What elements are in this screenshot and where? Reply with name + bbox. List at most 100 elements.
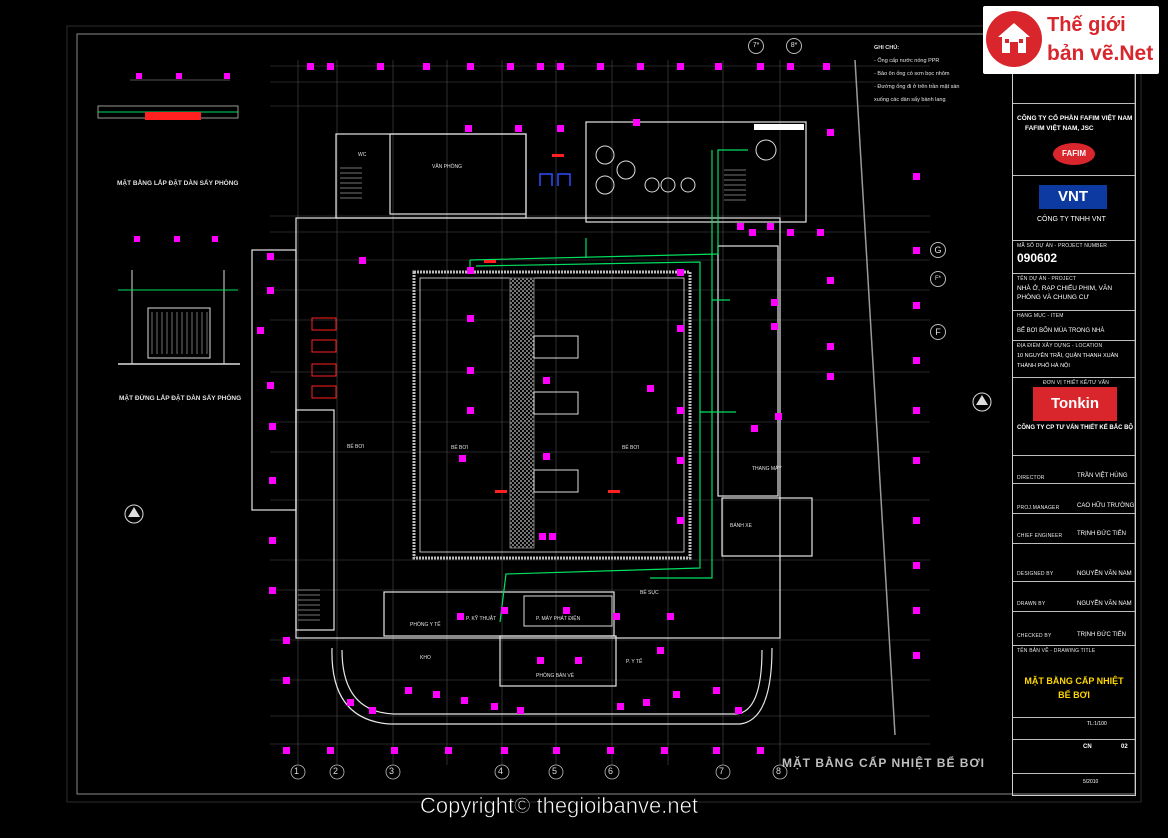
magenta-marker [677,517,684,524]
blue-valve-symbol [539,173,571,186]
tb-director-value: TRẦN VIỆT HÙNG [1077,473,1128,479]
red-heater-symbol [552,154,564,157]
tb-projno-row [1013,240,1135,241]
magenta-marker [457,613,464,620]
sheet-inner-border [66,25,1142,803]
magenta-marker [553,747,560,754]
magenta-marker [713,687,720,694]
magenta-marker [757,747,764,754]
tb-address-row [1013,340,1135,341]
magenta-marker [491,703,498,710]
pool-equipment-box [533,469,579,493]
detail1-heater [145,112,201,120]
magenta-marker [423,63,430,70]
hot-water-tank [755,139,777,161]
tb-director-label: DIRECTOR [1017,475,1045,481]
grid-column-label: 4 [498,766,504,776]
room-label-wc: WC [358,152,367,158]
magenta-marker [359,257,366,264]
room-label-ticket-office: PHÒNG BÁN VÉ [536,673,575,679]
magenta-marker [787,229,794,236]
magenta-marker [617,703,624,710]
magenta-marker [715,63,722,70]
detail2-marker [212,236,218,242]
detail1-marker [224,73,230,79]
magenta-marker [713,747,720,754]
magenta-marker [433,691,440,698]
room-label-wheel: BÁNH XE [730,523,752,529]
grid-column-bubble [494,764,510,780]
grid-col-label-7star: 7* [748,38,764,54]
magenta-marker [461,697,468,704]
pump-unit [644,177,660,193]
tb-chief-value: TRỊNH ĐỨC TIẾN [1077,531,1127,537]
magenta-marker [327,63,334,70]
grid-column-label: 8 [776,766,782,776]
magenta-marker [677,63,684,70]
section-marker-arrow [976,395,988,405]
grid-column-label: 3 [389,766,395,776]
magenta-marker [751,425,758,432]
grid-row-label-f-star: F* [930,271,946,287]
room-label-tech-room: P. KỸ THUẬT [466,616,497,622]
side-pool-wall [295,409,335,631]
tb-company1-name: CÔNG TY CỔ PHẦN FAFIM VIỆT NAM [1017,115,1133,122]
magenta-marker [913,302,920,309]
magenta-marker [827,343,834,350]
heating-pipe [650,150,713,579]
grid-column-bubble [548,764,564,780]
tb-projno-value: 090602 [1017,251,1058,265]
pool-equipment-box [533,391,579,415]
lounger [311,363,337,377]
vnt-logo: VNT [1039,185,1107,209]
grid-column-bubble [604,764,620,780]
brand-line2: bản vẽ.Net [1047,42,1154,65]
tb-designed-value: NGUYỄN VĂN NAM [1077,571,1132,577]
magenta-marker [607,747,614,754]
magenta-marker [467,315,474,322]
tb-designed-row [1013,543,1135,544]
magenta-marker [633,119,640,126]
note-line: - Ống cấp nước nóng PPR [874,58,940,64]
magenta-marker [283,637,290,644]
thegioibanve-logo: Thế giới bản vẽ.Net [983,6,1159,74]
tb-date-row [1013,773,1135,774]
grid-column-label: 6 [608,766,614,776]
magenta-marker [673,691,680,698]
magenta-marker [269,423,276,430]
tb-designer-row [1013,377,1135,378]
magenta-marker [913,247,920,254]
drawing-title: MẶT BẰNG CẤP NHIỆT BỂ BƠI [782,756,986,770]
tb-manager-row [1013,483,1135,484]
office-room-wall [389,133,527,215]
magenta-marker [267,253,274,260]
tb-company1-row [1013,103,1135,104]
magenta-marker [677,325,684,332]
tb-project-label: TÊN DỰ ÁN - PROJECT [1017,276,1077,282]
tb-item-row [1013,310,1135,311]
magenta-marker [677,457,684,464]
tb-drawn-row [1013,581,1135,582]
magenta-marker [537,657,544,664]
boiler-tank [616,160,636,180]
magenta-marker [557,63,564,70]
detail2-title: MẶT ĐỨNG LẮP ĐẶT DÀN SẤY PHÒNG [119,395,242,402]
magenta-marker [465,125,472,132]
grid-column-bubble [385,764,401,780]
room-label-pool-small: BỂ BƠI [347,444,365,450]
magenta-marker [501,607,508,614]
tb-project-value: NHÀ Ở, RẠP CHIẾU PHIM, VĂN PHÒNG VÀ CHUN… [1017,285,1113,301]
equipment-markers [124,63,992,754]
magenta-marker [501,747,508,754]
tb-date-value: 5/2010 [1083,779,1099,785]
tb-item-value: BỂ BƠI BỐN MÙA TRONG NHÀ [1017,328,1105,334]
copyright-watermark: Copyright© thegioibanve.net [420,793,699,819]
grid-column-bubble [329,764,345,780]
tb-sheetno-row [1013,739,1135,740]
tb-designer-value: CÔNG TY CP TƯ VẤN THIẾT KẾ BẮC BỘ [1017,425,1134,431]
room-label-storage: KHO [420,655,431,661]
magenta-marker [467,267,474,274]
drawing-notes: GHI CHÚ: - Ống cấp nước nóng PPR - Bảo ô… [874,42,960,107]
